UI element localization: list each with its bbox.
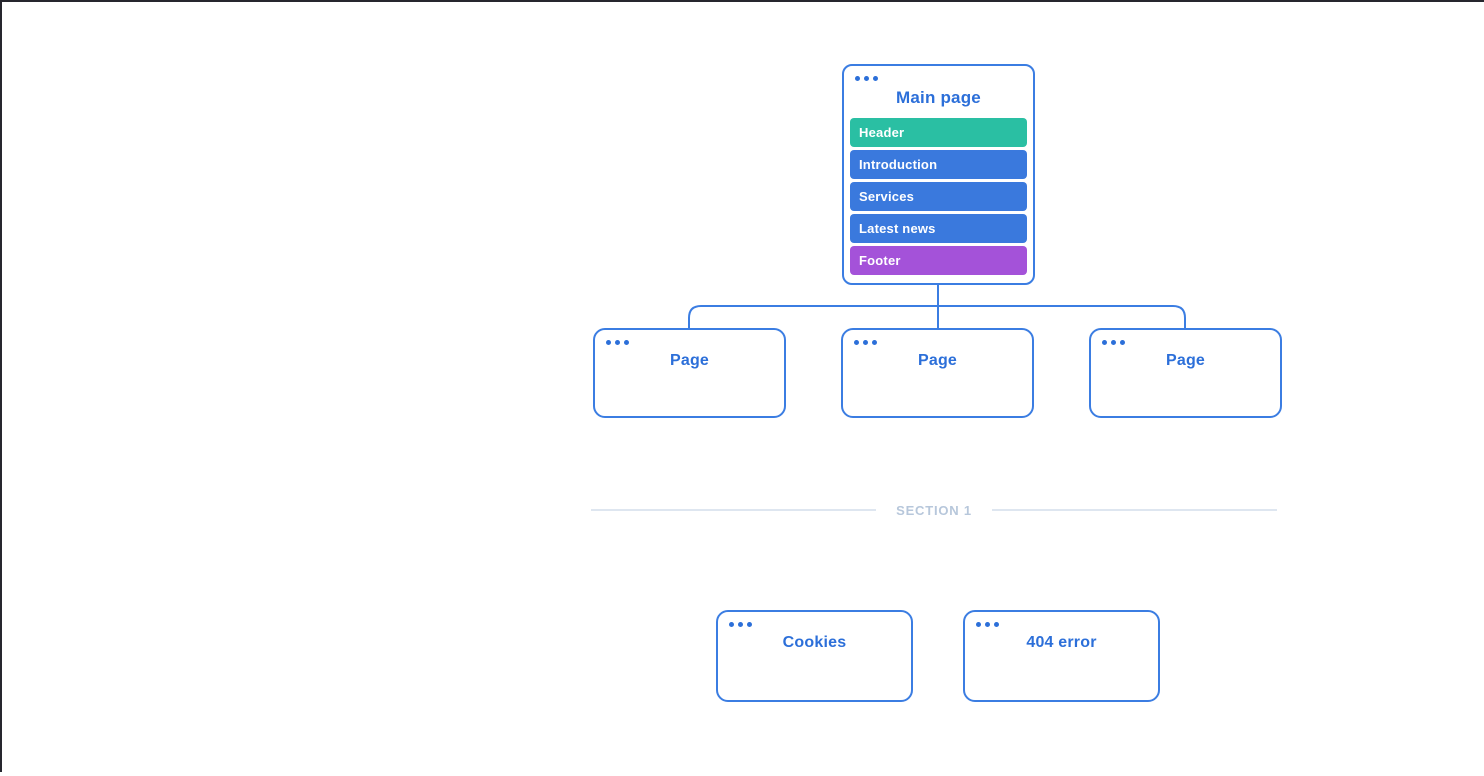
card-404-error[interactable]: 404 error	[963, 610, 1160, 702]
card-main-page[interactable]: Main page Header Introduction Services L…	[842, 64, 1035, 285]
dot-icon	[864, 76, 869, 81]
dot-icon	[863, 340, 868, 345]
window-dots-icon	[729, 622, 752, 627]
divider-line-right	[991, 509, 1278, 511]
divider-line-left	[591, 509, 877, 511]
card-title: Cookies	[782, 634, 847, 651]
page-section-services[interactable]: Services	[850, 182, 1027, 211]
card-page-3[interactable]: Page	[1089, 328, 1282, 418]
card-title: Page	[669, 352, 710, 369]
window-dots-icon	[606, 340, 629, 345]
connector-branch	[688, 305, 1186, 328]
card-page-1[interactable]: Page	[593, 328, 786, 418]
dot-icon	[854, 340, 859, 345]
page-section-footer[interactable]: Footer	[850, 246, 1027, 275]
window-dots-icon	[976, 622, 999, 627]
dot-icon	[872, 340, 877, 345]
dot-icon	[1111, 340, 1116, 345]
dot-icon	[738, 622, 743, 627]
page-section-introduction[interactable]: Introduction	[850, 150, 1027, 179]
dot-icon	[976, 622, 981, 627]
section-divider-label: SECTION 1	[896, 502, 972, 518]
dot-icon	[747, 622, 752, 627]
card-title: Page	[1165, 352, 1206, 369]
window-dots-icon	[855, 76, 878, 81]
dot-icon	[994, 622, 999, 627]
card-cookies[interactable]: Cookies	[716, 610, 913, 702]
page-section-header[interactable]: Header	[850, 118, 1027, 147]
dot-icon	[624, 340, 629, 345]
card-page-2[interactable]: Page	[841, 328, 1034, 418]
dot-icon	[1120, 340, 1125, 345]
dot-icon	[729, 622, 734, 627]
card-title: Page	[917, 352, 958, 369]
window-dots-icon	[854, 340, 877, 345]
window-left-edge	[0, 0, 2, 772]
card-title: 404 error	[1026, 634, 1097, 651]
window-top-edge	[0, 0, 1484, 2]
dot-icon	[615, 340, 620, 345]
dot-icon	[985, 622, 990, 627]
dot-icon	[855, 76, 860, 81]
page-section-list: Header Introduction Services Latest news…	[850, 118, 1027, 278]
dot-icon	[606, 340, 611, 345]
dot-icon	[873, 76, 878, 81]
dot-icon	[1102, 340, 1107, 345]
section-divider: SECTION 1	[591, 500, 1278, 520]
window-dots-icon	[1102, 340, 1125, 345]
page-section-latest-news[interactable]: Latest news	[850, 214, 1027, 243]
card-title: Main page	[896, 88, 981, 107]
